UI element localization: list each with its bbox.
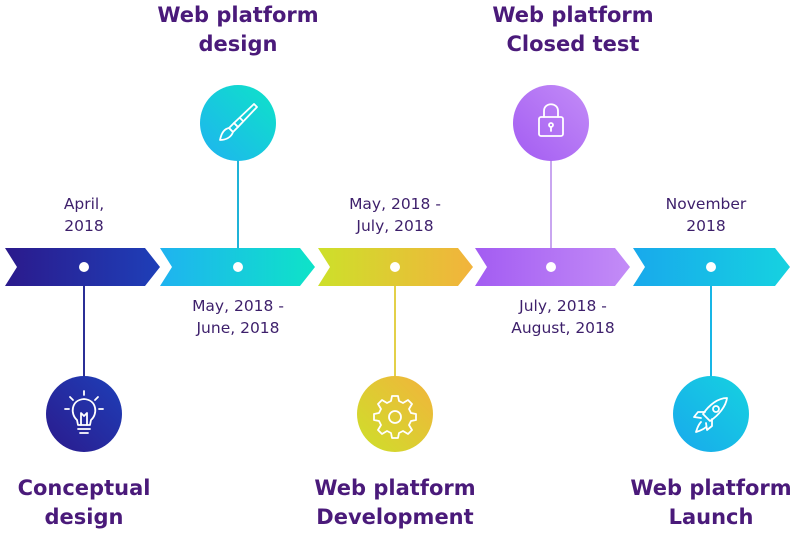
milestone-date-2: May, 2018 - June, 2018: [192, 297, 284, 337]
milestone-dot-5: [706, 262, 716, 272]
gear-icon: [373, 395, 417, 439]
milestone-dot-4: [546, 262, 556, 272]
milestone-dot-3: [390, 262, 400, 272]
milestone-title-2: Web platform design: [157, 3, 319, 56]
padlock-icon: [538, 103, 564, 137]
milestone-dot-2: [233, 262, 243, 272]
lightbulb-icon: [64, 390, 104, 434]
icon-circle-5: [673, 376, 749, 452]
milestone-title-4: Web platform Closed test: [492, 3, 654, 56]
milestone-date-1: April, 2018: [63, 195, 105, 235]
milestone-title-5: Web platform Launch: [630, 476, 792, 529]
milestone-date-4: July, 2018 - August, 2018: [511, 297, 615, 337]
paintbrush-icon: [219, 103, 258, 141]
milestone-date-3: May, 2018 - July, 2018: [349, 195, 441, 235]
milestone-title-1: Conceptual design: [17, 476, 151, 529]
milestone-date-5: November 2018: [665, 195, 747, 235]
icon-circle-3: [357, 376, 433, 452]
icon-circle-2: [200, 85, 276, 161]
rocket-icon: [693, 397, 728, 433]
icon-circle-1: [46, 376, 122, 452]
milestone-dot-1: [79, 262, 89, 272]
milestone-title-3: Web platform Development: [314, 476, 476, 529]
